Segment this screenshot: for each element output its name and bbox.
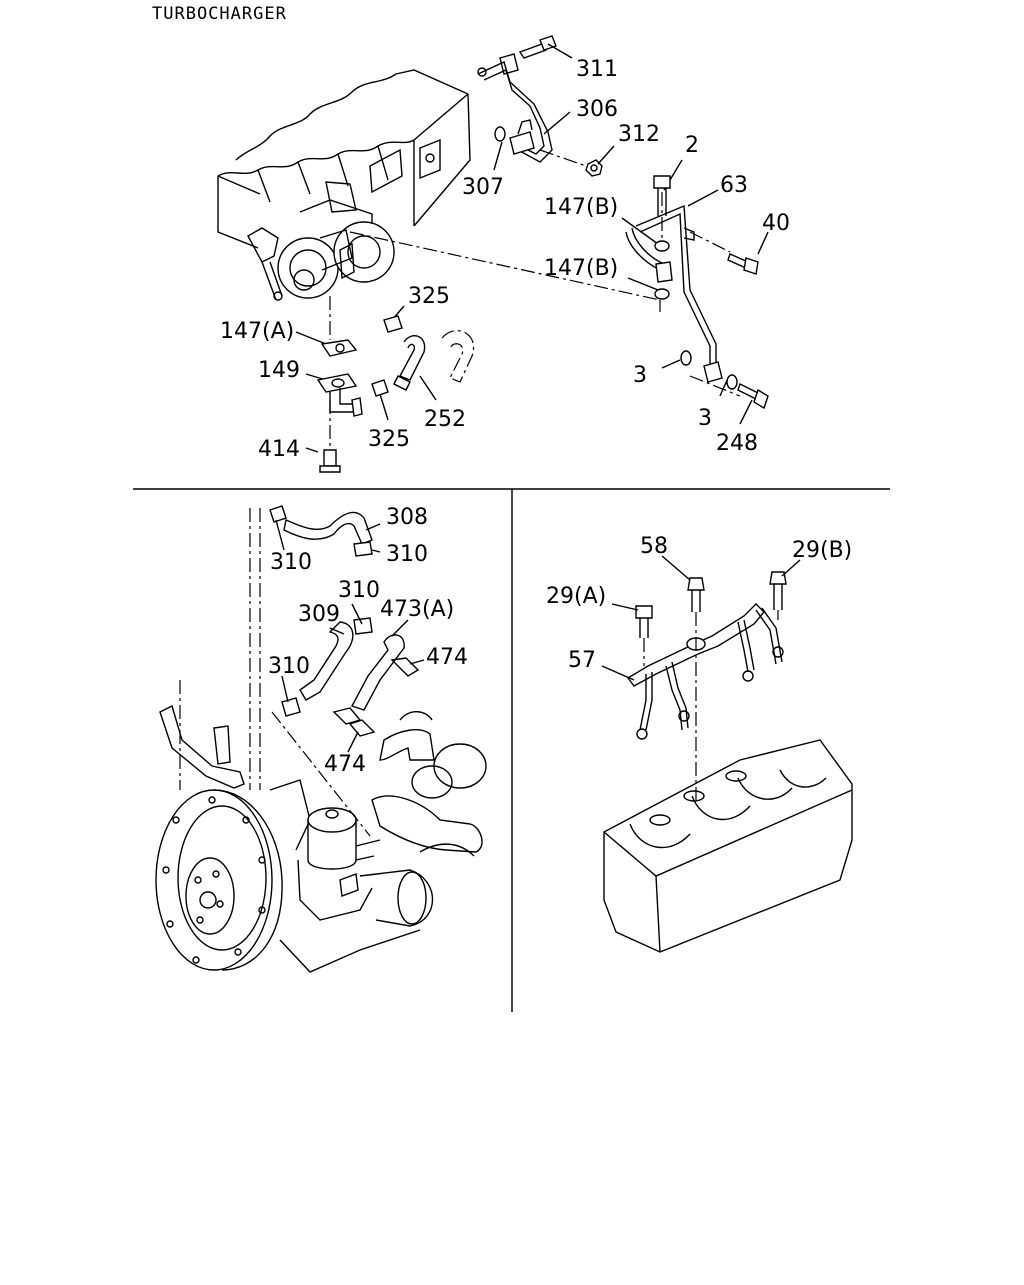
washer-147b-2 — [654, 288, 670, 300]
bolt-248 — [737, 383, 769, 410]
callout-325-upper: 325 — [408, 284, 450, 309]
turbocharger-assembly — [247, 221, 395, 301]
callout-58: 58 — [640, 534, 668, 559]
clip-474-upper — [390, 657, 420, 677]
union-fitting — [509, 119, 535, 155]
callout-149: 149 — [258, 358, 300, 383]
leader-lines-bottom-left — [275, 519, 425, 753]
bolt-58 — [687, 577, 705, 612]
callout-312: 312 — [618, 122, 660, 147]
callout-308: 308 — [386, 505, 428, 530]
dashed-assembly-lines-bottom-right — [643, 610, 779, 800]
callout-147b-lower: 147(B) — [544, 256, 618, 281]
leader-lines-bottom-right — [601, 555, 801, 681]
callout-147b-upper: 147(B) — [544, 195, 618, 220]
flywheel — [155, 789, 283, 971]
gasket-147a — [320, 339, 358, 357]
washer-3-lower — [726, 374, 738, 390]
washer-147b-1 — [654, 240, 670, 252]
clamp-325-upper — [383, 315, 403, 333]
hose-309 — [299, 621, 354, 701]
callout-29b: 29(B) — [792, 538, 852, 563]
clamp-310-a — [269, 505, 287, 523]
oil-cooler-housing — [307, 807, 434, 927]
washer-3-upper — [680, 350, 692, 366]
callout-473a: 473(A) — [380, 597, 454, 622]
callout-252: 252 — [424, 407, 466, 432]
callout-310-top-left: 310 — [270, 550, 312, 575]
clamp-310-c — [353, 617, 373, 635]
callout-306: 306 — [576, 97, 618, 122]
callout-310-lower: 310 — [268, 654, 310, 679]
callout-29a: 29(A) — [546, 584, 606, 609]
clamp-325-lower — [371, 379, 389, 397]
callout-40: 40 — [762, 211, 790, 236]
callout-3-right: 3 — [698, 406, 712, 431]
washer-307 — [494, 126, 506, 142]
hose-308 — [283, 511, 373, 545]
clamp-310-b — [353, 541, 373, 557]
callout-2: 2 — [685, 133, 699, 158]
callout-311: 311 — [576, 57, 618, 82]
engine-block-top — [217, 69, 471, 249]
oil-pipe-63 — [625, 204, 723, 383]
callout-414: 414 — [258, 437, 300, 462]
bolt-2 — [653, 175, 671, 216]
clip-474-lower — [332, 707, 376, 737]
bolt-40 — [727, 253, 759, 275]
callout-325-lower: 325 — [368, 427, 410, 452]
clamp-310-d — [281, 697, 301, 717]
intake-hose-assembly — [371, 711, 487, 857]
bolt-414 — [319, 449, 341, 473]
callout-63: 63 — [720, 173, 748, 198]
bolt-311 — [518, 35, 557, 59]
callout-3-left: 3 — [633, 363, 647, 388]
oil-feed-pipe-306 — [477, 53, 553, 163]
bolt-29a — [635, 605, 653, 638]
engine-block-rear — [269, 779, 421, 973]
callout-307: 307 — [462, 175, 504, 200]
callout-147a: 147(A) — [220, 319, 294, 344]
callout-labels: 311 306 312 307 2 63 147(B) 40 147(B) 32… — [220, 57, 852, 777]
callout-309: 309 — [298, 602, 340, 627]
hose-473a — [350, 634, 405, 711]
callout-310-middle: 310 — [338, 578, 380, 603]
callout-474-lower: 474 — [324, 752, 366, 777]
cylinder-block — [603, 739, 853, 953]
water-pipe-left — [159, 704, 245, 789]
callout-57: 57 — [568, 648, 596, 673]
dashed-assembly-lines-top — [329, 149, 741, 446]
hose-252 — [393, 330, 475, 391]
leader-lines-top — [295, 43, 769, 453]
oil-return-pipe-149 — [316, 373, 363, 417]
dashed-assembly-lines-bottom-left — [179, 508, 371, 837]
callout-310-top-right: 310 — [386, 542, 428, 567]
bolt-29b — [769, 571, 787, 610]
diagram-title: TURBOCHARGER — [152, 4, 287, 24]
callout-248: 248 — [716, 431, 758, 456]
oil-jet-pipe-57 — [626, 603, 784, 740]
callout-474-upper: 474 — [426, 645, 468, 670]
